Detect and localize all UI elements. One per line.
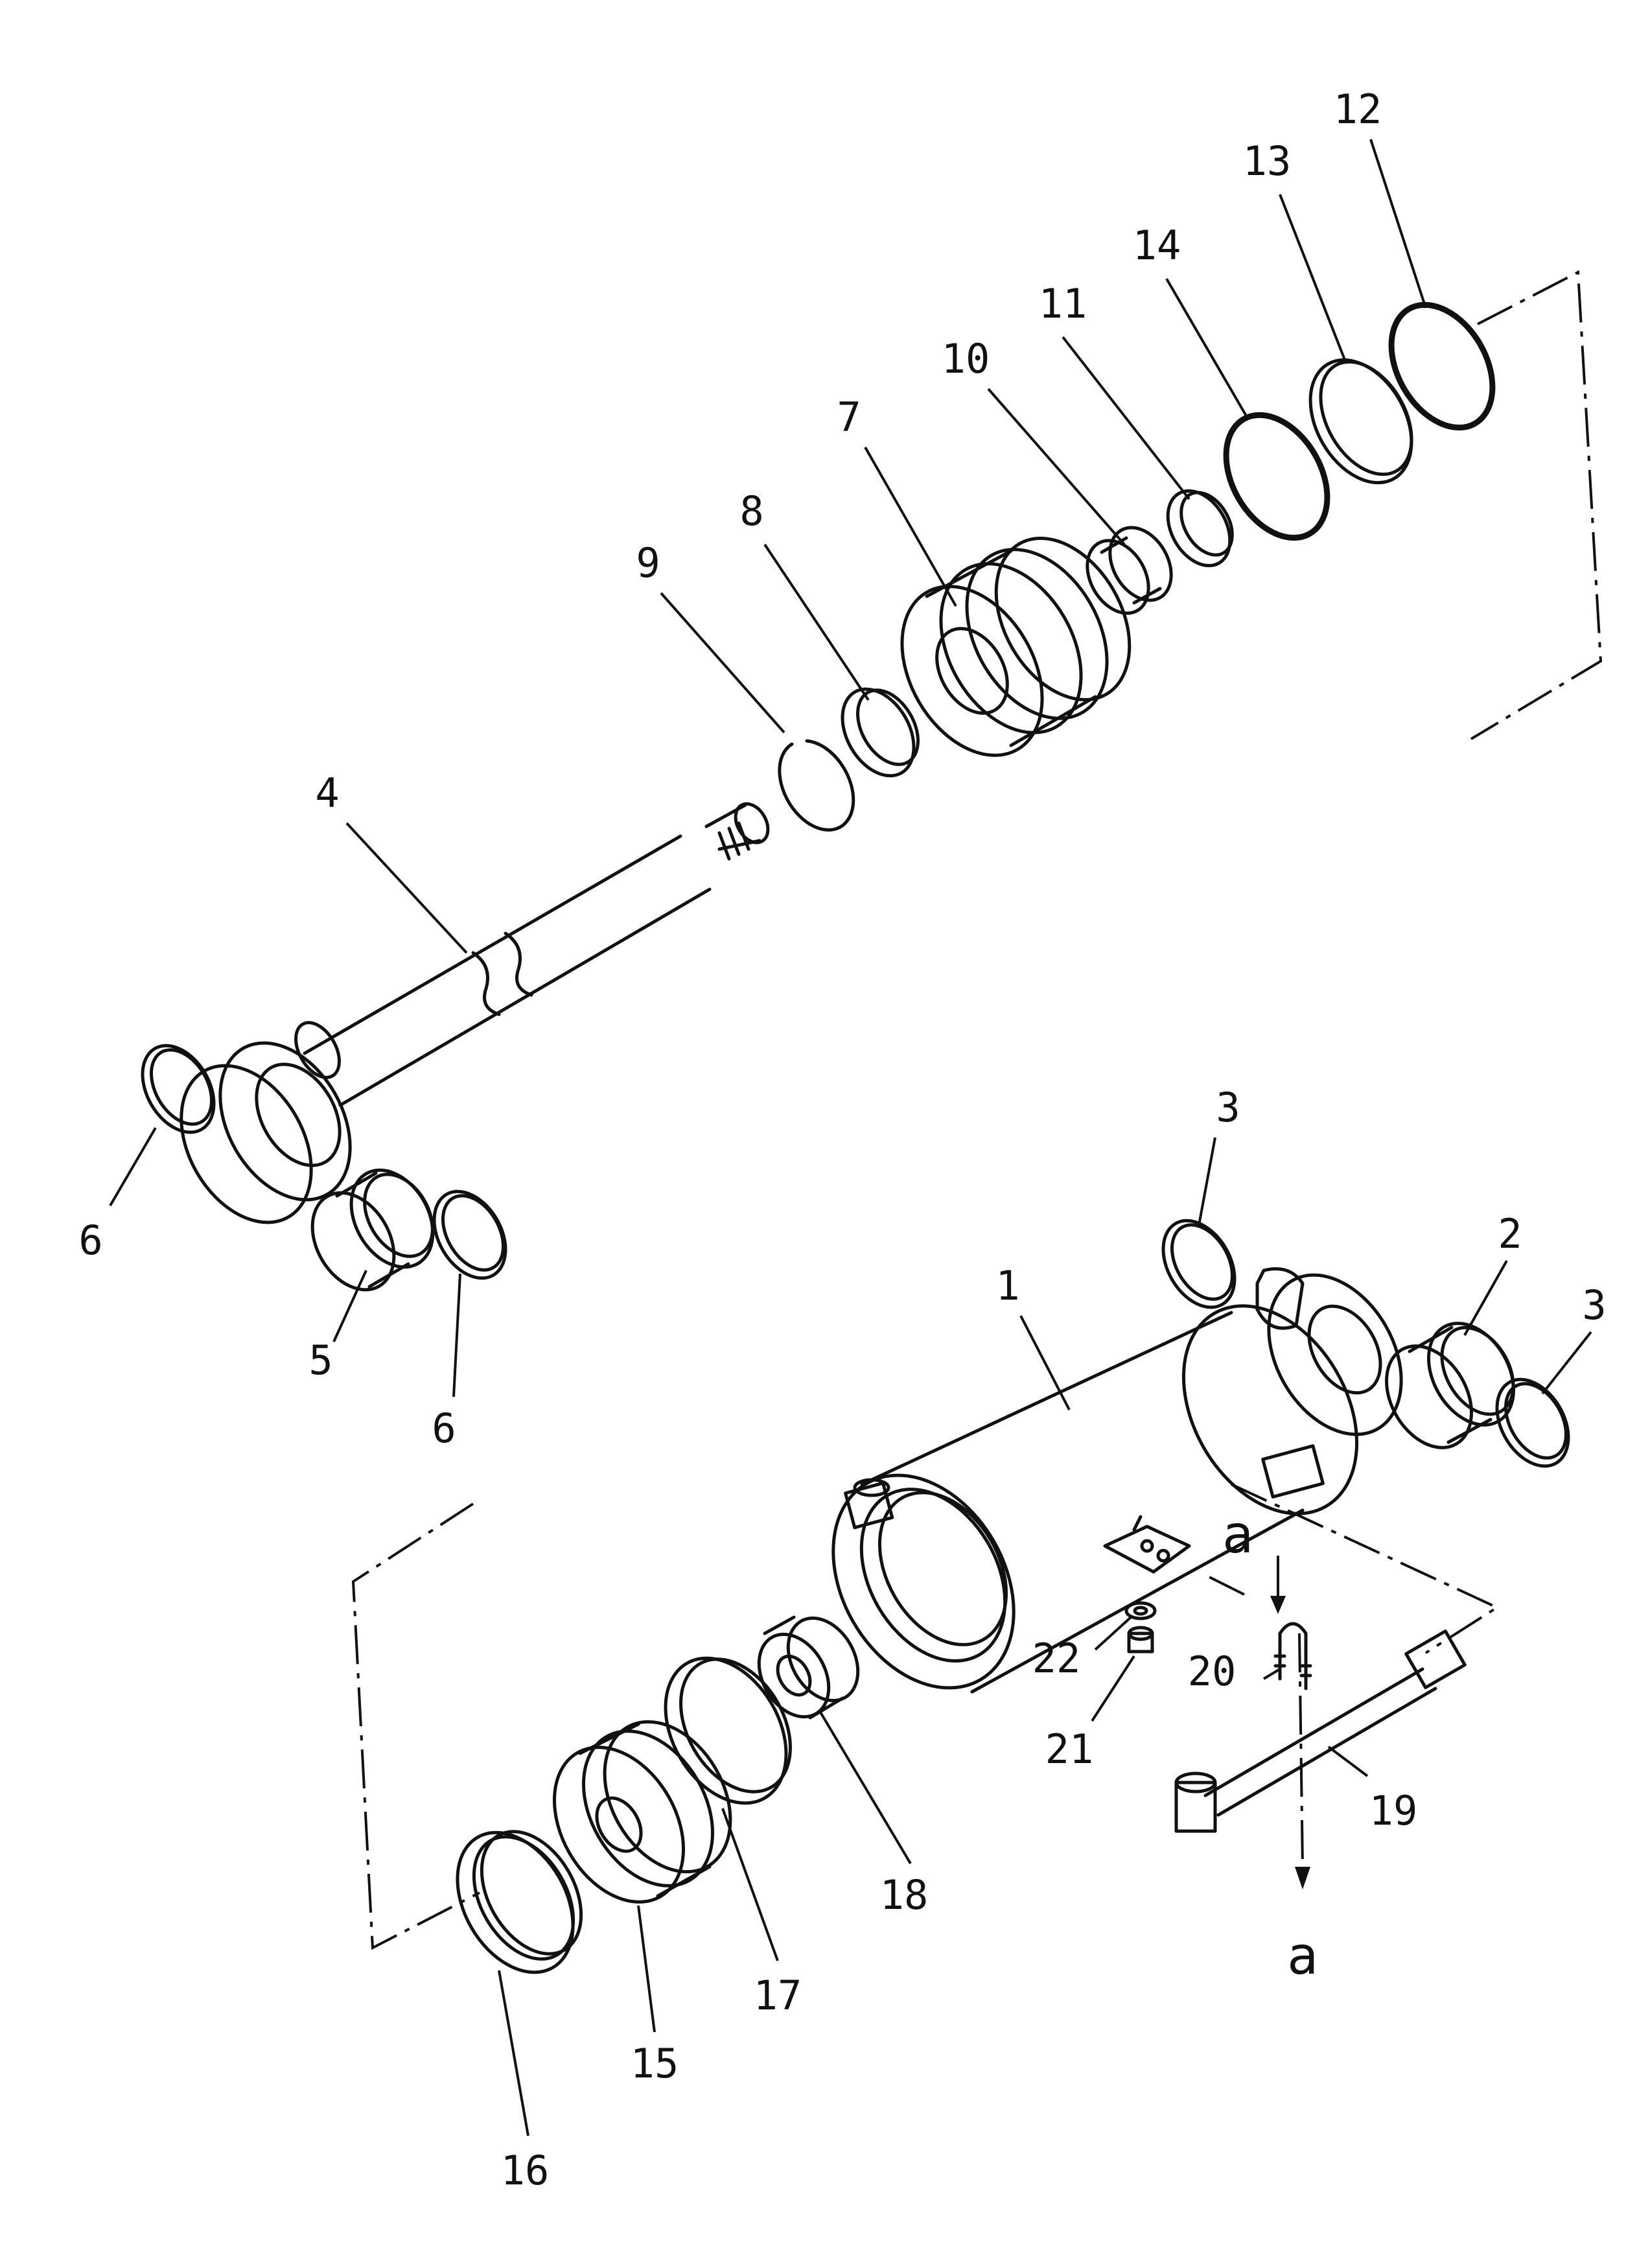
- part-5-bushing: [310, 1168, 435, 1292]
- bracket-lower: [351, 1502, 480, 1950]
- callout-4: 4: [315, 769, 339, 817]
- part-22-washer: [1124, 1601, 1157, 1620]
- section-mark-a-top: a: [1222, 1504, 1253, 1565]
- callout-8: 8: [739, 487, 763, 535]
- part-14-o-ring: [1223, 412, 1330, 541]
- part-21-nut: [1127, 1626, 1154, 1654]
- part-11-seal: [1166, 489, 1234, 568]
- callout-17: 17: [754, 1972, 802, 2019]
- part-1-cylinder-tube: [831, 1267, 1403, 1694]
- part-7-cylinder-head: [900, 537, 1132, 757]
- part-15-piston: [552, 1720, 732, 1904]
- part-17-wear-ring: [664, 1656, 792, 1805]
- callout-21: 21: [1045, 1725, 1094, 1773]
- callout-11: 11: [1039, 280, 1087, 327]
- part-19-pipe: [1174, 1630, 1467, 1833]
- part-2-bushing: [1385, 1322, 1515, 1449]
- callout-20: 20: [1188, 1648, 1237, 1695]
- callout-1: 1: [995, 1262, 1019, 1309]
- callout-14: 14: [1133, 222, 1181, 269]
- part-12-o-ring: [1388, 301, 1496, 431]
- callout-labels: 12 13 14 11 10 7 8 9 4 6 5 6 3 1 2 3 22 …: [78, 86, 1606, 2194]
- part-6-dust-seal-left: [141, 1044, 216, 1134]
- part-16-seal: [456, 1830, 583, 1974]
- callout-15: 15: [631, 2040, 679, 2087]
- callout-6-right: 6: [432, 1405, 456, 1452]
- callout-2: 2: [1498, 1210, 1522, 1257]
- callout-3-right: 3: [1582, 1281, 1606, 1329]
- section-mark-a-bottom: a: [1287, 1926, 1318, 1986]
- part-4-piston-rod: [180, 802, 770, 1224]
- part-6-dust-seal-right: [432, 1189, 507, 1280]
- callout-5: 5: [308, 1337, 332, 1384]
- callout-9: 9: [636, 539, 660, 587]
- part-3-dust-seal-upper: [1161, 1219, 1237, 1309]
- callout-13: 13: [1243, 137, 1292, 185]
- part-13-backup-ring: [1308, 358, 1413, 485]
- callout-7: 7: [837, 393, 861, 441]
- part-8-bushing-ring: [841, 687, 920, 778]
- callout-12: 12: [1334, 86, 1382, 133]
- callout-10: 10: [942, 335, 990, 382]
- callout-22: 22: [1032, 1635, 1081, 1682]
- part-3-dust-seal-right: [1495, 1377, 1570, 1468]
- callout-6-left: 6: [78, 1217, 102, 1264]
- callout-18: 18: [880, 1871, 929, 1919]
- callout-19: 19: [1369, 1787, 1418, 1834]
- leader-lines: [109, 139, 1592, 2136]
- callout-16: 16: [501, 2147, 550, 2194]
- part-9-snap-ring: [778, 739, 855, 832]
- callout-3-upper: 3: [1216, 1084, 1240, 1131]
- bracket-upper: [1470, 270, 1603, 740]
- part-18-collar: [757, 1615, 860, 1720]
- part-20-u-bolt: [1273, 1622, 1312, 1690]
